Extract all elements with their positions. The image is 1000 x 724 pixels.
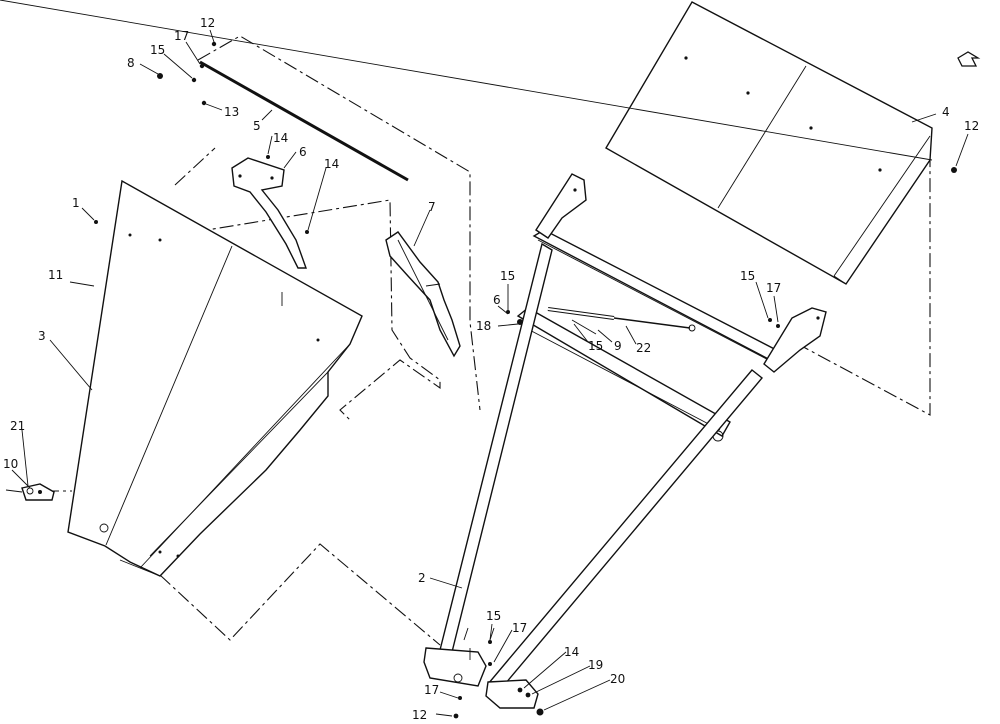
fastener-dots: [38, 41, 957, 719]
latch-part-21: [5, 483, 55, 501]
callout-18: 18: [476, 319, 491, 333]
callout-12-right: 12: [964, 119, 979, 133]
callout-9: 9: [614, 339, 622, 353]
leader-lines: [11, 29, 969, 717]
callout-20: 20: [610, 672, 625, 686]
callout-8: 8: [127, 56, 135, 70]
callout-2: 2: [418, 571, 426, 585]
callout-7: 7: [428, 200, 436, 214]
callout-21: 21: [10, 419, 25, 433]
callout-15-mid: 15: [500, 269, 515, 283]
callout-1-left: 1: [72, 196, 80, 210]
angle-bracket-part-7: [385, 231, 461, 358]
callout-22: 22: [636, 341, 651, 355]
callout-17-right: 17: [766, 281, 781, 295]
callout-14-bottom: 14: [564, 645, 579, 659]
callout-6-mid: 6: [493, 293, 501, 307]
callout-4: 4: [942, 105, 950, 119]
callout-3: 3: [38, 329, 46, 343]
callout-12-foot: 12: [412, 708, 427, 722]
callout-13: 13: [224, 105, 239, 119]
phantom-lines: [45, 35, 931, 646]
callout-15-bottom: 15: [486, 609, 501, 623]
side-shield-part-3: [67, 179, 363, 577]
callouts: 12 17 15 8 13 5 14 6 14 1 11 3 7 21 10 4…: [3, 16, 979, 722]
callout-19: 19: [588, 658, 603, 672]
callout-11: 11: [48, 268, 63, 282]
callout-15-top: 15: [150, 43, 165, 57]
callout-5: 5: [253, 119, 261, 133]
callout-17-foot: 17: [424, 683, 439, 697]
callout-17-top: 17: [174, 29, 189, 43]
callout-12-top: 12: [200, 16, 215, 30]
rod-part-5: [199, 60, 409, 182]
callout-15-right: 15: [740, 269, 755, 283]
callout-14-a: 14: [273, 131, 288, 145]
callout-17-bottom: 17: [512, 621, 527, 635]
callout-6-bracket: 6: [299, 145, 307, 159]
callout-14-b: 14: [324, 157, 339, 171]
top-cover-part-4: [0, 0, 933, 285]
arrow-icon: [957, 51, 981, 67]
gas-strut-part-9: [547, 307, 696, 335]
a-frame-part-2: [423, 173, 827, 709]
support-bracket-part-6: [231, 157, 307, 269]
callout-10: 10: [3, 457, 18, 471]
callout-15-rod: 15: [588, 339, 603, 353]
